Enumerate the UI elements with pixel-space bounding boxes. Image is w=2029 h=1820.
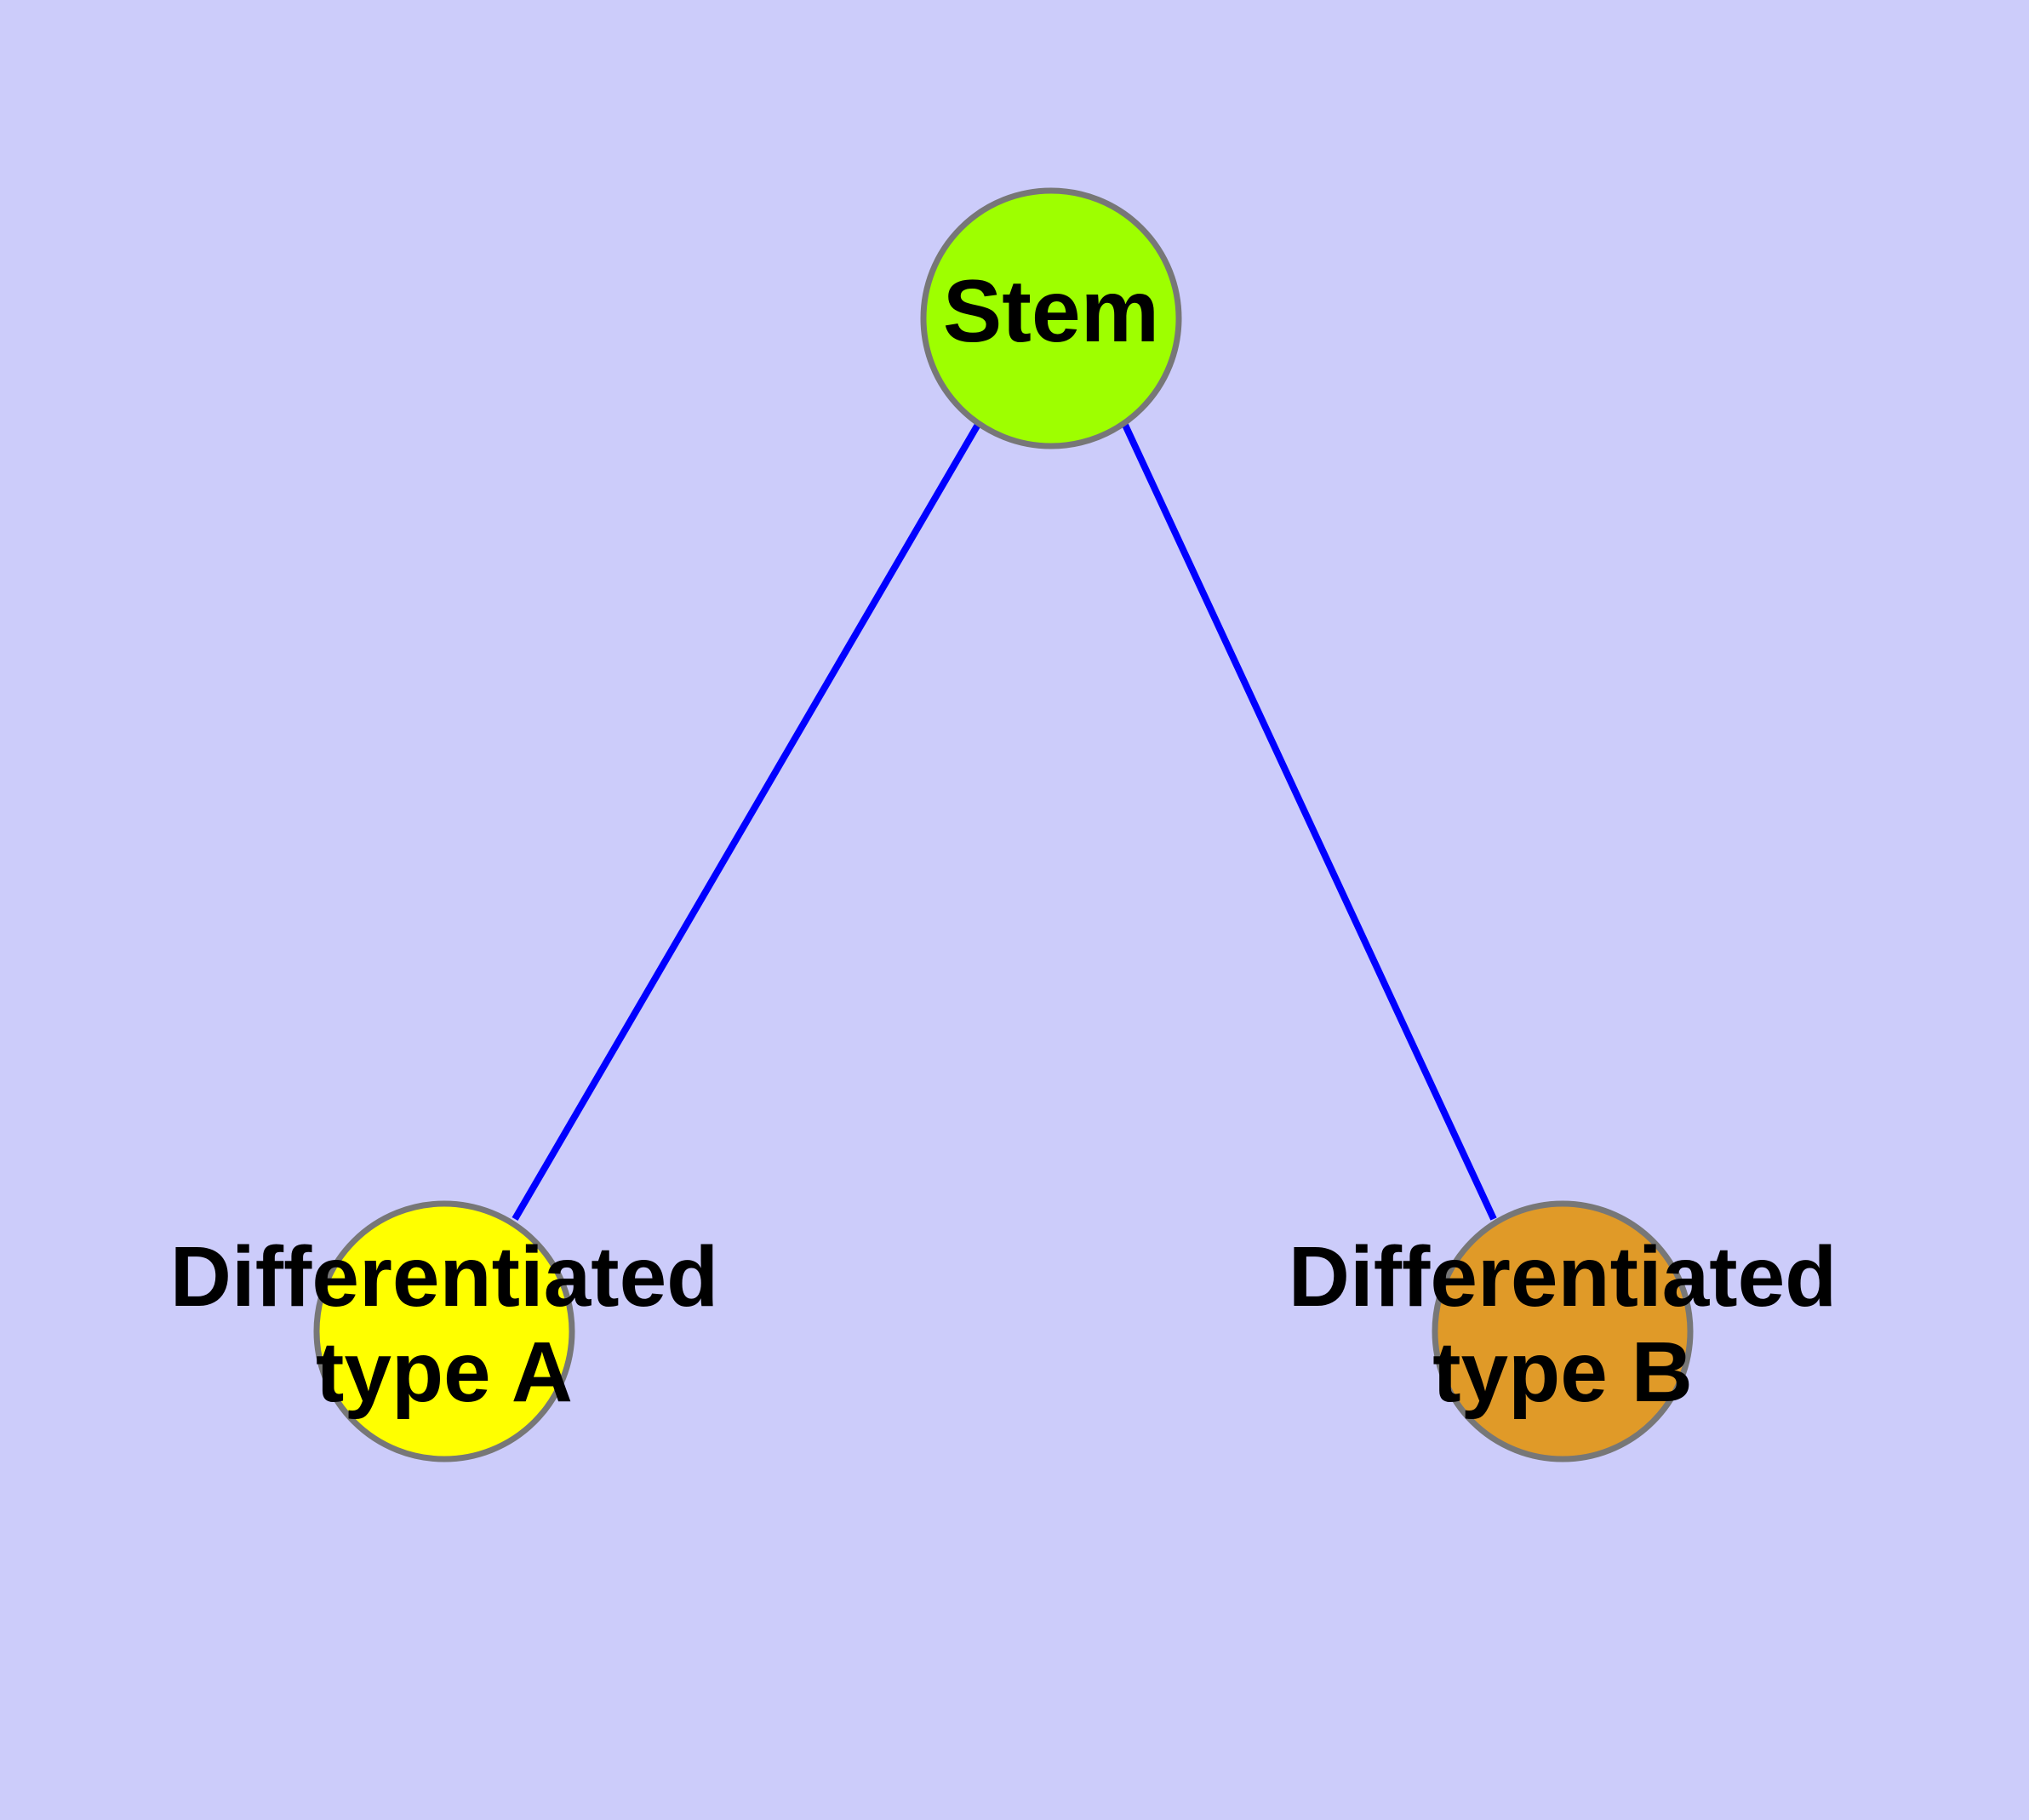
edge-stem-to-differentiated-a[interactable]	[512, 421, 982, 1222]
node-stem-circle[interactable]	[920, 187, 1182, 449]
edges-group	[512, 421, 1497, 1222]
node-differentiated-type-a-circle[interactable]	[313, 1200, 575, 1462]
node-stem-label: Stem	[943, 262, 1159, 361]
node-differentiated-type-b-circle[interactable]	[1432, 1200, 1694, 1462]
edge-stem-to-differentiated-b[interactable]	[1121, 421, 1497, 1221]
node-stem[interactable]: Stem	[920, 187, 1182, 449]
